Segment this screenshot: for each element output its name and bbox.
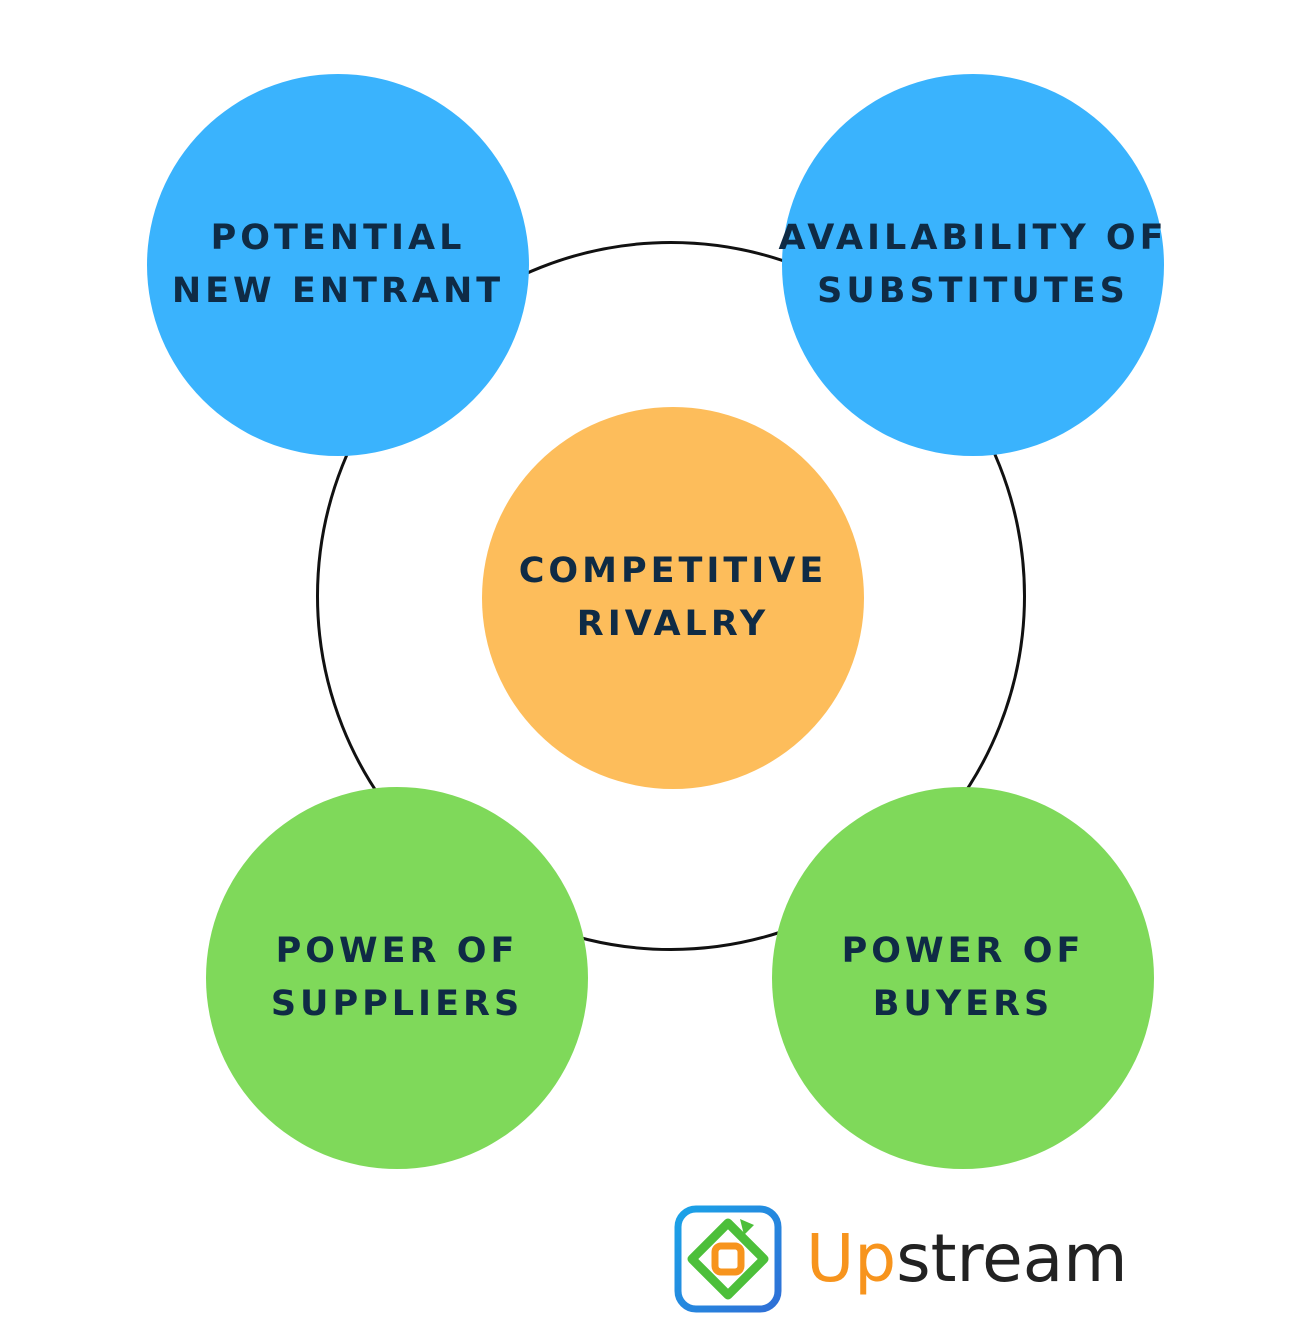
brand-wordmark-part2: stream — [896, 1220, 1128, 1297]
node-power-of-buyers: POWER OF BUYERS — [772, 787, 1154, 1169]
upstream-logo-icon — [674, 1205, 782, 1313]
brand-wordmark: Upstream — [806, 1226, 1128, 1292]
node-potential-new-entrant: POTENTIAL NEW ENTRANT — [147, 74, 529, 456]
node-label-line1: POTENTIAL — [210, 218, 466, 258]
node-label-line2: NEW ENTRANT — [171, 271, 505, 311]
brand-logo: Upstream — [674, 1205, 1128, 1313]
outer-ring — [316, 241, 1026, 951]
node-label-line2: SUPPLIERS — [270, 984, 524, 1024]
brand-wordmark-part1: Up — [806, 1220, 897, 1297]
node-competitive-rivalry: COMPETITIVE RIVALRY — [482, 407, 864, 789]
node-label-line2: RIVALRY — [576, 604, 770, 644]
node-label-line1: COMPETITIVE — [518, 551, 828, 591]
node-label-line1: AVAILABILITY OF — [778, 218, 1168, 258]
node-label-line1: POWER OF — [275, 931, 519, 971]
node-label-line1: POWER OF — [841, 931, 1085, 971]
node-label-line2: SUBSTITUTES — [817, 271, 1129, 311]
node-power-of-suppliers: POWER OF SUPPLIERS — [206, 787, 588, 1169]
node-availability-of-substitutes: AVAILABILITY OF SUBSTITUTES — [779, 74, 1164, 456]
node-label-line2: BUYERS — [872, 984, 1054, 1024]
